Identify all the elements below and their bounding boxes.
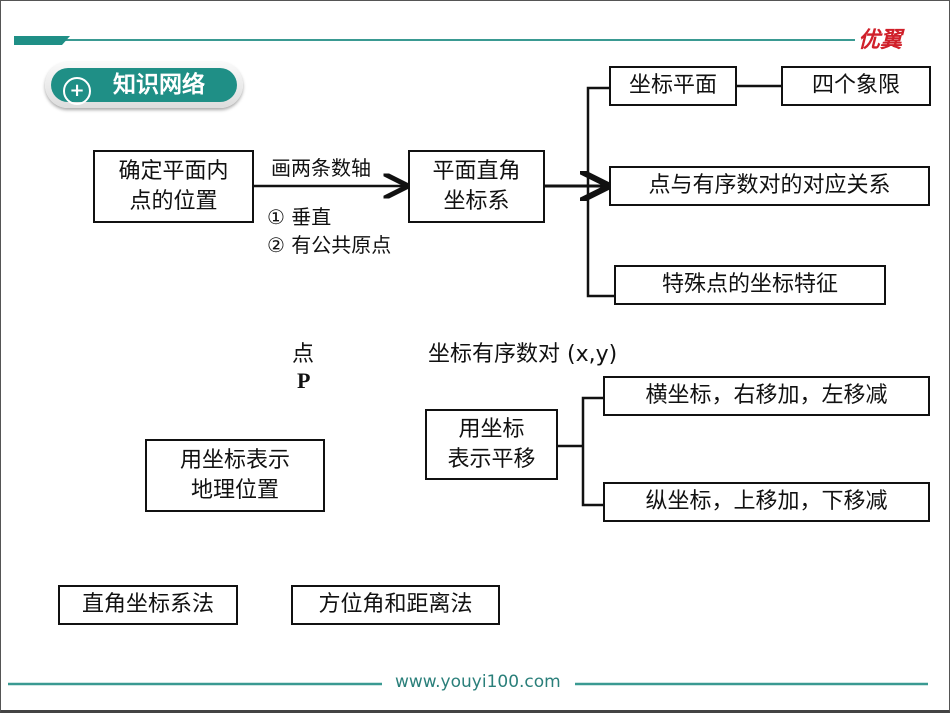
point-label: 点 (292, 342, 315, 367)
node-quadrants: 四个象限 (781, 66, 931, 106)
node-x-rule: 横坐标，右移加，左移减 (603, 376, 930, 416)
node-system: 平面直角 坐标系 (408, 150, 545, 223)
node-geo: 用坐标表示 地理位置 (145, 439, 325, 512)
node-special-points: 特殊点的坐标特征 (614, 265, 886, 305)
node-method-1: 直角坐标系法 (58, 585, 238, 625)
node-method-2: 方位角和距离法 (291, 585, 500, 625)
header-rule-accent (14, 36, 70, 45)
pair-label: 坐标有序数对 (x,y) (428, 342, 618, 367)
arrow-label: 画两条数轴 (271, 156, 371, 180)
node-coordinate-plane: 坐标平面 (609, 66, 737, 106)
brand-logo: 优翼 (858, 28, 903, 53)
condition-1: ① 垂直 (267, 205, 332, 229)
condition-2: ② 有公共原点 (267, 233, 392, 257)
footer-url: www.youyi100.com (395, 672, 561, 692)
node-correspondence: 点与有序数对的对应关系 (609, 166, 930, 206)
section-title: 知识网络 (113, 72, 205, 98)
zoom-in-icon: + (63, 77, 91, 105)
node-root: 确定平面内 点的位置 (93, 150, 254, 223)
point-name: P (297, 368, 311, 393)
node-translation: 用坐标 表示平移 (425, 409, 558, 480)
section-badge: + 知识网络 (45, 62, 243, 108)
node-y-rule: 纵坐标，上移加，下移减 (603, 482, 930, 522)
